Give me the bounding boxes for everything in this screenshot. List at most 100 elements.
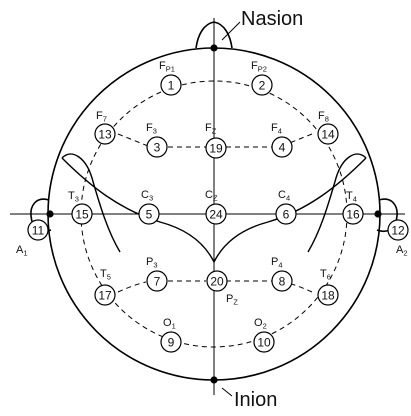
electrode-t6-label: T6 bbox=[320, 268, 331, 282]
electrode-pz-circle bbox=[206, 270, 228, 292]
electrode-f4-circle bbox=[271, 136, 293, 158]
electrode-f8-circle bbox=[317, 123, 339, 145]
electrode-p3-label-main: P bbox=[146, 256, 153, 268]
electrode-fp2-label-sub: P2 bbox=[258, 65, 267, 74]
electrode-t5-label-main: T bbox=[100, 268, 107, 280]
electrode-o2-label-sub: 2 bbox=[263, 322, 267, 331]
electrode-a1-circle bbox=[27, 219, 49, 241]
electrode-c4-circle bbox=[275, 203, 297, 225]
electrode-t3-circle bbox=[71, 203, 93, 225]
electrode-t6-label-main: T bbox=[320, 268, 327, 280]
electrode-a2-label: A2 bbox=[396, 244, 408, 258]
electrode-fz-label-sub: Z bbox=[212, 127, 217, 136]
left-sylvian-curve bbox=[61, 153, 121, 253]
right-sylvian-curve bbox=[307, 153, 367, 253]
electrode-t6-number: 18 bbox=[321, 288, 335, 302]
electrode-t3-label-sub: 3 bbox=[75, 195, 79, 204]
electrode-cz-label-sub: Z bbox=[213, 194, 218, 203]
electrode-t4-label-sub: 4 bbox=[353, 195, 357, 204]
right-preauricular-point bbox=[374, 210, 382, 218]
electrode-f3-circle bbox=[146, 136, 168, 158]
nasion-label: Nasion bbox=[241, 8, 303, 30]
electrode-f7-circle bbox=[94, 123, 116, 145]
electrode-cz-number: 24 bbox=[209, 207, 223, 221]
electrode-f4-label-sub: 4 bbox=[278, 127, 282, 136]
electrode-t4-number: 16 bbox=[346, 207, 360, 221]
electrode-fz-label: FZ bbox=[205, 122, 217, 136]
electrode-cz-label: CZ bbox=[205, 189, 218, 203]
electrode-f8-label: F8 bbox=[318, 110, 329, 124]
electrode-fp1-label-main: F bbox=[159, 60, 166, 72]
electrode-t3-number: 15 bbox=[75, 207, 89, 221]
electrode-c3-label-main: C bbox=[141, 189, 149, 201]
electrode-fp1-circle bbox=[160, 74, 182, 96]
electrode-f3-number: 3 bbox=[154, 140, 161, 154]
electrode-fp1-number: 1 bbox=[168, 78, 175, 92]
electrode-fp2-label-main: F bbox=[251, 60, 258, 72]
electrode-o1-label: O1 bbox=[163, 317, 176, 331]
inion-point bbox=[210, 376, 218, 384]
inion-label: Inion bbox=[234, 389, 277, 411]
nasion-leader bbox=[221, 21, 241, 41]
electrode-f4-number: 4 bbox=[279, 140, 286, 154]
electrode-a1-number: 11 bbox=[32, 223, 45, 237]
electrode-a2-label-sub: 2 bbox=[403, 249, 407, 258]
electrode-fz-circle bbox=[205, 137, 227, 159]
electrode-t6-label-sub: 6 bbox=[327, 273, 331, 282]
electrode-cz-label-main: C bbox=[205, 189, 213, 201]
electrode-f4-label: F4 bbox=[271, 122, 282, 136]
electrode-a1-label-sub: 1 bbox=[23, 249, 27, 258]
electrode-f3-label-sub: 3 bbox=[153, 127, 157, 136]
electrode-c4-label-main: C bbox=[278, 189, 286, 201]
electrode-t3-label-main: T bbox=[68, 190, 75, 202]
electrode-c3-label-sub: 3 bbox=[149, 194, 153, 203]
electrode-o1-number: 9 bbox=[168, 335, 175, 349]
right-ear-outline bbox=[376, 198, 398, 232]
electrode-c4-label-sub: 4 bbox=[286, 194, 290, 203]
electrode-o2-circle bbox=[253, 331, 275, 353]
electrode-p4-label-main: P bbox=[271, 256, 278, 268]
electrode-pz-number: 20 bbox=[210, 274, 224, 288]
electrode-c4-number: 6 bbox=[283, 207, 290, 221]
electrode-p4-circle bbox=[271, 270, 293, 292]
electrode-p3-label: P3 bbox=[146, 256, 158, 270]
electrode-t3-label: T3 bbox=[68, 190, 79, 204]
electrode-t5-label-sub: 5 bbox=[107, 273, 111, 282]
electrode-pz-label: PZ bbox=[226, 293, 238, 307]
electrode-f7-label: F7 bbox=[96, 110, 107, 124]
electrode-o2-label-main: O bbox=[254, 317, 263, 329]
electrode-p4-label: P4 bbox=[271, 256, 283, 270]
left-central-curve bbox=[61, 157, 215, 263]
electrode-f8-number: 14 bbox=[321, 127, 335, 141]
electrode-o2-number: 10 bbox=[257, 335, 271, 349]
electrode-t4-label: T4 bbox=[346, 190, 357, 204]
electrode-a2-label-main: A bbox=[396, 244, 404, 256]
electrode-f3-label: F3 bbox=[146, 122, 157, 136]
left-parietal-dashed bbox=[117, 281, 147, 293]
electrode-pz-label-sub: Z bbox=[233, 298, 238, 307]
electrode-f7-number: 13 bbox=[98, 127, 112, 141]
electrode-p3-label-sub: 3 bbox=[153, 261, 157, 270]
electrode-f8-label-main: F bbox=[318, 110, 325, 122]
electrode-fp1-label: FP1 bbox=[159, 60, 175, 74]
nasion-point bbox=[210, 44, 218, 52]
electrode-p4-number: 8 bbox=[279, 274, 286, 288]
electrode-p4-label-sub: 4 bbox=[278, 261, 282, 270]
electrode-f3-label-main: F bbox=[146, 122, 153, 134]
electrode-t5-label: T5 bbox=[100, 268, 111, 282]
electrode-fp1-label-sub: P1 bbox=[166, 65, 175, 74]
electrode-f7-label-main: F bbox=[96, 110, 103, 122]
electrode-f7-label-sub: 7 bbox=[103, 115, 107, 124]
electrode-o2-label: O2 bbox=[254, 317, 267, 331]
electrode-fp2-circle bbox=[251, 74, 273, 96]
left-preauricular-point bbox=[46, 210, 54, 218]
right-central-curve bbox=[213, 157, 367, 263]
electrode-t6-circle bbox=[317, 284, 339, 306]
electrode-cz-circle bbox=[205, 203, 227, 225]
electrode-fp2-label: FP2 bbox=[251, 60, 267, 74]
electrode-fz-label-main: F bbox=[205, 122, 212, 134]
electrode-c4-label: C4 bbox=[278, 189, 290, 203]
left-frontal-dashed bbox=[117, 133, 149, 147]
